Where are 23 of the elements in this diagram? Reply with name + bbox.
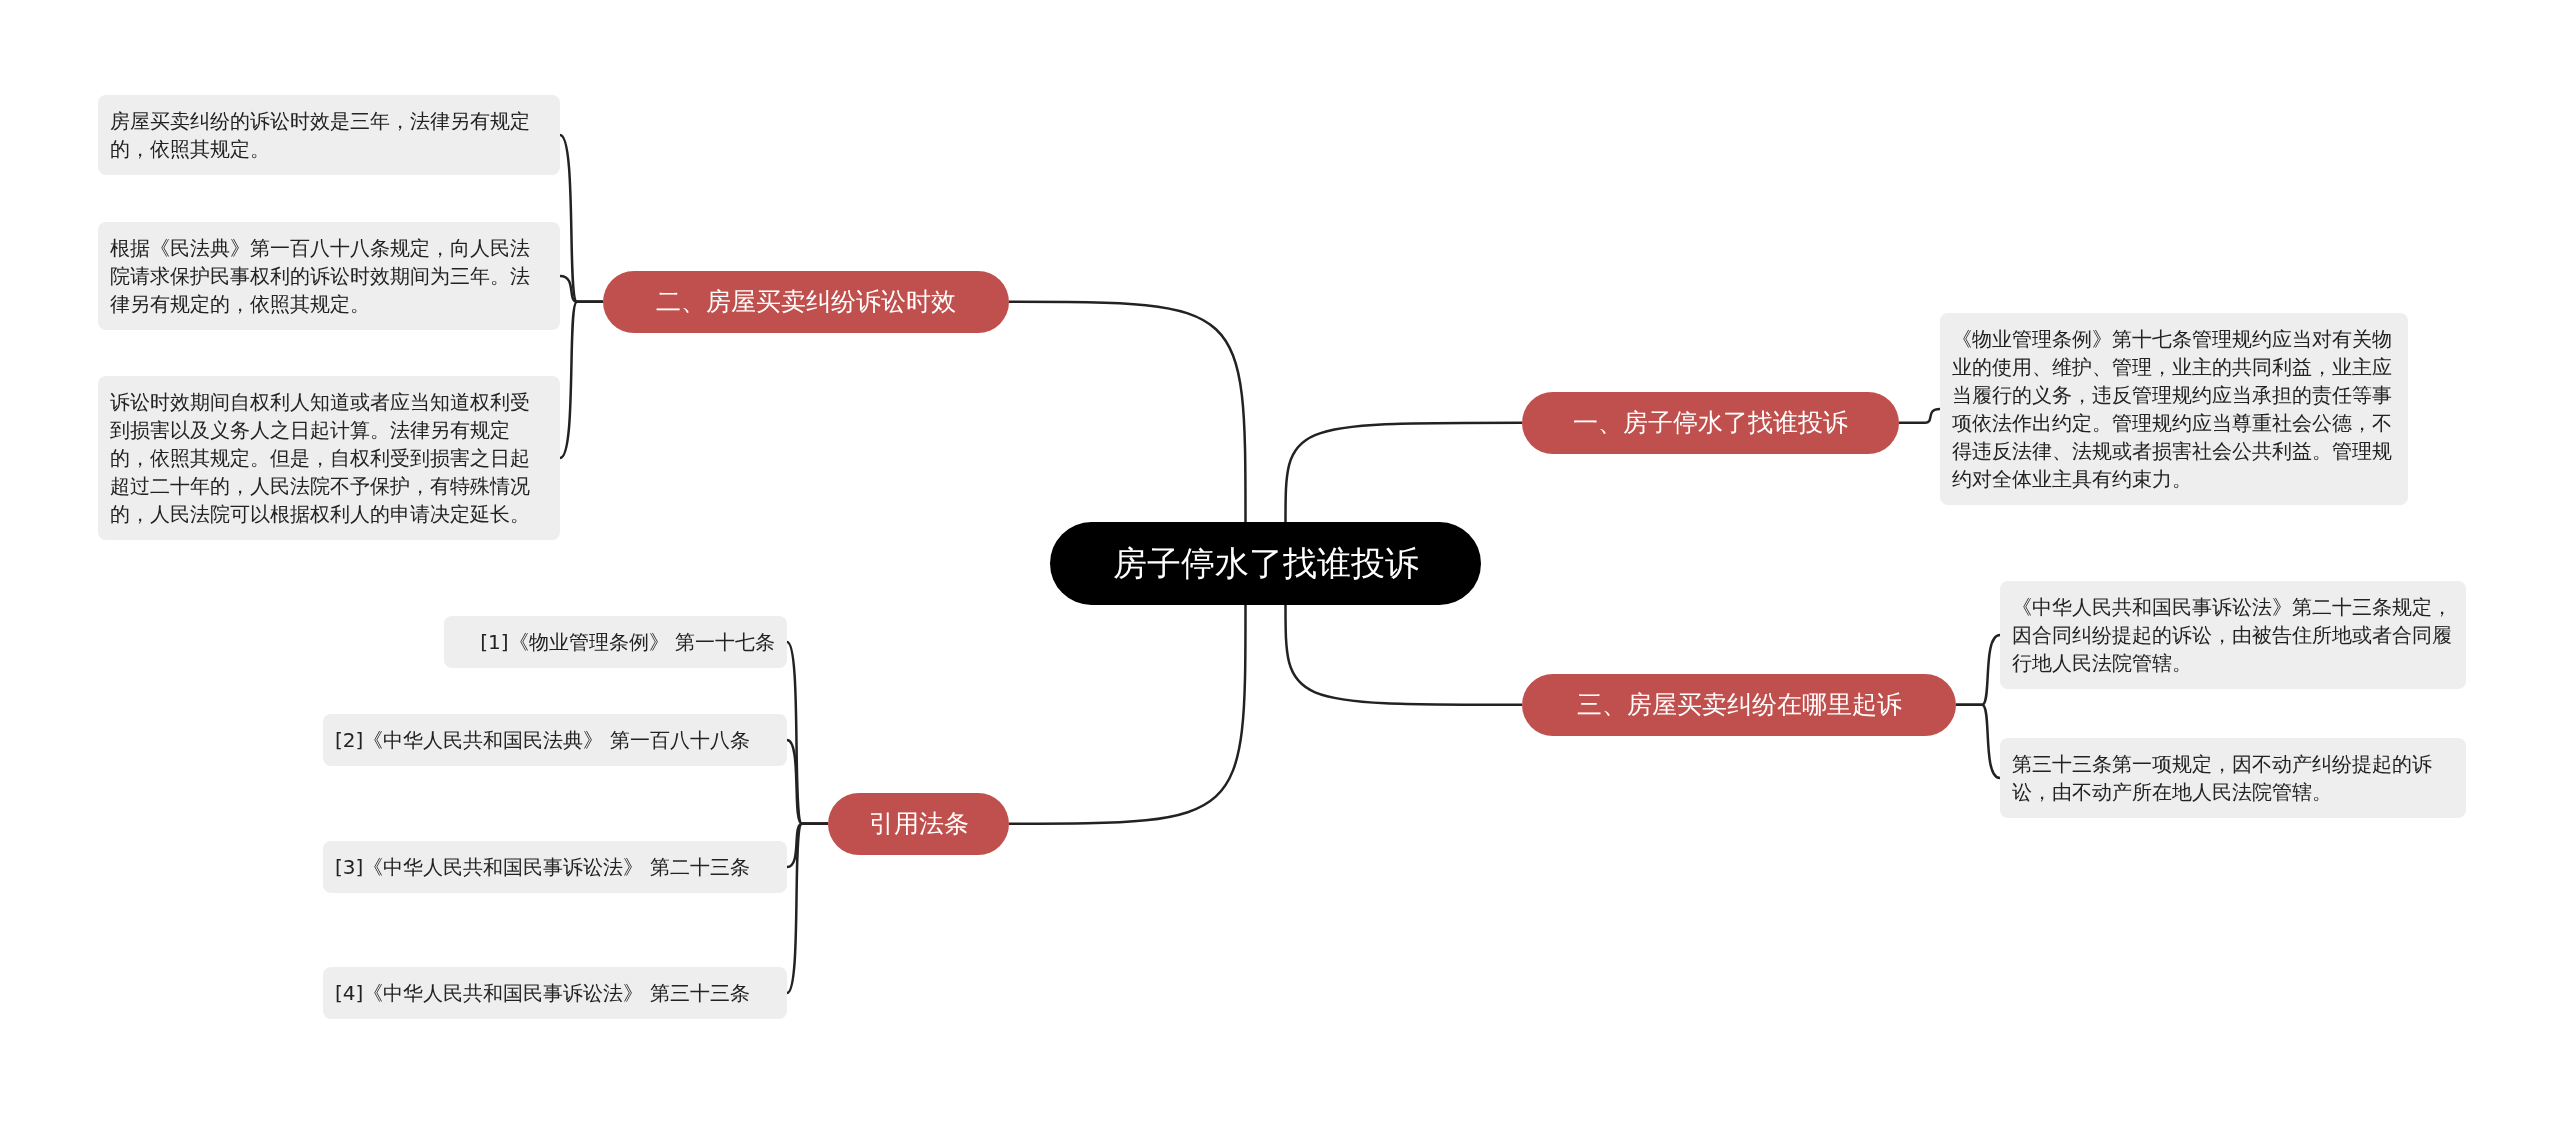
note-card: 根据《民法典》第一百八十八条规定，向人民法院请求保护民事权利的诉讼时效期间为三年。法律另有规定的，依照其规定。	[98, 222, 560, 330]
note-card: 诉讼时效期间自权利人知道或者应当知道权利受到损害以及义务人之日起计算。法律另有规定的，依照其规定。但是，自权利受到损害之日起超过二十年的，人民法院不予保护，有特殊情况的，人民法院可以根据权利人的申请决定延长。	[98, 376, 560, 540]
connector-line	[1899, 407, 1941, 424]
connector-line	[786, 822, 828, 994]
note-card: 第三十三条第一项规定，因不动产纠纷提起的诉讼，由不动产所在地人民法院管辖。	[2000, 738, 2466, 818]
note-card: [1]《物业管理条例》 第一十七条	[444, 616, 787, 668]
connector-line	[1284, 421, 1522, 522]
connector-line	[1956, 703, 2001, 780]
note-card: [3]《中华人民共和国民事诉讼法》 第二十三条	[323, 841, 787, 893]
branch-topic-pill: 一、房子停水了找谁投诉	[1522, 392, 1899, 454]
connector-line	[1009, 605, 1247, 825]
branch-topic-pill: 引用法条	[828, 793, 1009, 855]
note-card: [4]《中华人民共和国民事诉讼法》 第三十三条	[323, 967, 787, 1019]
note-card: 《中华人民共和国民事诉讼法》第二十三条规定，因合同纠纷提起的诉讼，由被告住所地或者合同履行地人民法院管辖。	[2000, 581, 2466, 689]
connector-line	[1009, 300, 1247, 522]
note-card: 《物业管理条例》第十七条管理规约应当对有关物业的使用、维护、管理，业主的共同利益，业主应当履行的义务，违反管理规约应当承担的责任等事项依法作出约定。管理规约应当尊重社会公德，不得违反法律、法规或者损害社会公共利益。管理规约对全体业主具有约束力。	[1940, 313, 2408, 505]
connector-line	[1284, 605, 1522, 706]
note-card: [2]《中华人民共和国民法典》 第一百八十八条	[323, 714, 787, 766]
note-card: 房屋买卖纠纷的诉讼时效是三年，法律另有规定的，依照其规定。	[98, 95, 560, 175]
central-topic-pill: 房子停水了找谁投诉	[1050, 522, 1481, 605]
branch-topic-pill: 三、房屋买卖纠纷在哪里起诉	[1522, 674, 1956, 736]
connector-line	[559, 300, 603, 459]
branch-topic-pill: 二、房屋买卖纠纷诉讼时效	[603, 271, 1009, 333]
